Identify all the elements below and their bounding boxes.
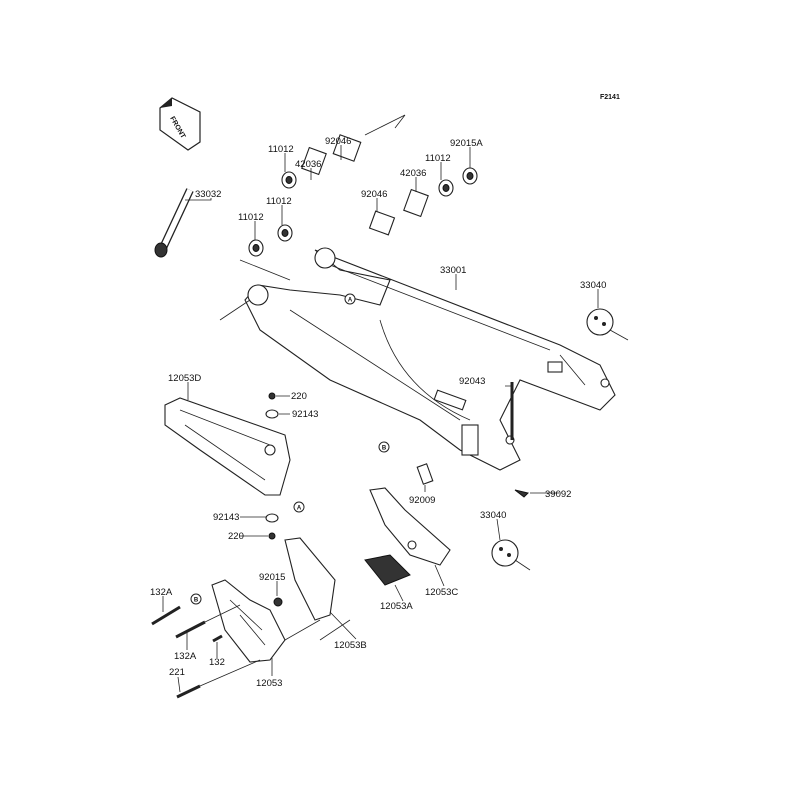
label-221[interactable]: 221 <box>169 667 185 678</box>
label-11012-top[interactable]: 11012 <box>268 144 294 155</box>
chain-adjuster-33040-top <box>586 308 629 341</box>
label-33040-bottom[interactable]: 33040 <box>480 510 506 521</box>
svg-text:B: B <box>194 598 199 604</box>
label-11012-right[interactable]: 11012 <box>425 153 451 164</box>
chain-adjuster-33040-bottom <box>491 539 531 571</box>
label-92015A[interactable]: 92015A <box>450 138 483 149</box>
pivot-shaft-33032 <box>154 188 194 258</box>
chain-guide-plate-12053B <box>284 537 336 621</box>
label-11012-mid[interactable]: 11012 <box>266 196 292 207</box>
chain-guide-12053 <box>211 579 286 663</box>
label-92043[interactable]: 92043 <box>459 376 485 387</box>
label-132[interactable]: 132 <box>209 657 225 668</box>
label-92143-top[interactable]: 92143 <box>292 409 318 420</box>
label-220-bottom[interactable]: 220 <box>228 531 244 542</box>
label-132A-top[interactable]: 132A <box>150 587 173 598</box>
marker-a-1: A <box>344 293 356 305</box>
label-42036-right[interactable]: 42036 <box>400 168 426 179</box>
svg-text:B: B <box>382 446 387 452</box>
label-12053B[interactable]: 12053B <box>334 640 367 651</box>
label-92009[interactable]: 92009 <box>409 495 435 506</box>
label-220-top[interactable]: 220 <box>291 391 307 402</box>
label-12053D[interactable]: 12053D <box>168 373 201 384</box>
label-39092[interactable]: 39092 <box>545 489 571 500</box>
label-92046-mid[interactable]: 92046 <box>361 189 387 200</box>
hardware <box>265 382 529 607</box>
label-12053C[interactable]: 12053C <box>425 587 458 598</box>
label-92015[interactable]: 92015 <box>259 572 285 583</box>
marker-b-1: B <box>378 441 390 453</box>
bolts <box>151 604 351 699</box>
label-33040-top[interactable]: 33040 <box>580 280 606 291</box>
label-11012-left[interactable]: 11012 <box>238 212 264 223</box>
label-132A-bottom[interactable]: 132A <box>174 651 197 662</box>
bearings-collars <box>219 114 478 321</box>
label-92143-bottom[interactable]: 92143 <box>213 512 239 523</box>
chain-slider-12053D <box>164 397 291 496</box>
diagram-code: F2141 <box>600 94 620 101</box>
marker-b-2: B <box>190 593 202 605</box>
front-arrow-icon: FRONT <box>159 97 201 151</box>
label-92046-top[interactable]: 92046 <box>325 136 351 147</box>
swingarm-33001 <box>244 247 616 471</box>
svg-text:A: A <box>297 506 302 512</box>
marker-a-2: A <box>293 501 305 513</box>
svg-text:A: A <box>348 298 353 304</box>
chain-guide-12053C <box>369 487 451 566</box>
label-12053[interactable]: 12053 <box>256 678 282 689</box>
label-33001[interactable]: 33001 <box>440 265 466 276</box>
label-33032[interactable]: 33032 <box>195 189 221 200</box>
chain-guide-block-12053A <box>364 554 411 586</box>
label-12053A[interactable]: 12053A <box>380 601 413 612</box>
label-42036-top[interactable]: 42036 <box>295 159 321 170</box>
